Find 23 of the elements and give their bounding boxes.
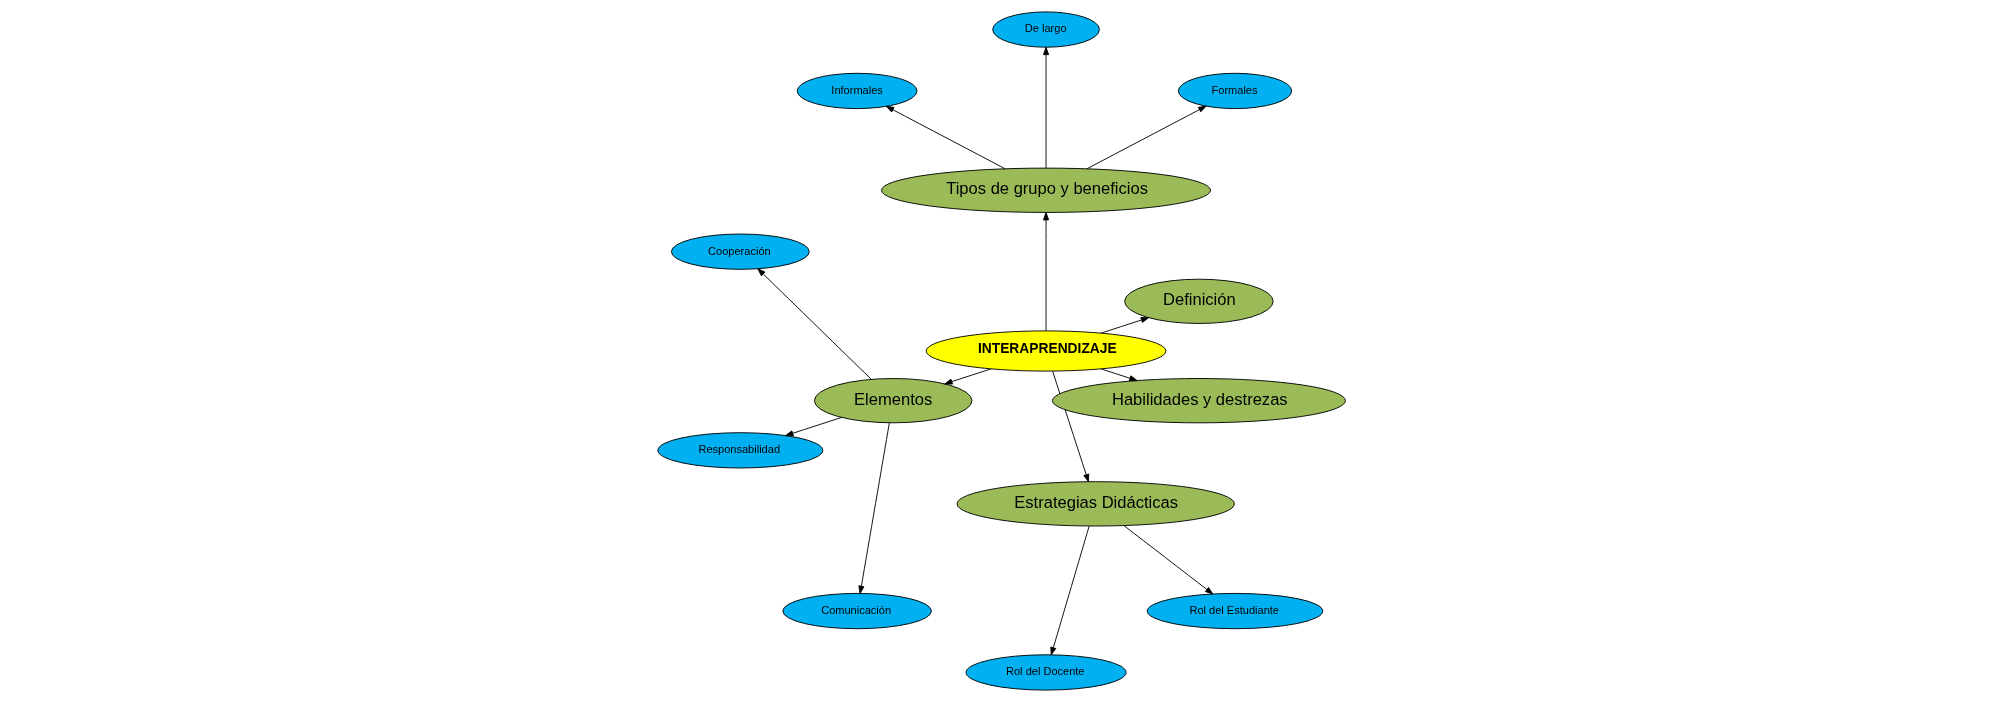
node-ellipse: Rol del Estudiante bbox=[1146, 592, 1323, 630]
arrow bbox=[1122, 525, 1213, 595]
arrow bbox=[1100, 368, 1137, 382]
arrow bbox=[1086, 105, 1206, 170]
node-ellipse: Estrategias Didácticas bbox=[956, 481, 1235, 527]
arrow bbox=[784, 417, 842, 437]
arrow bbox=[1042, 46, 1049, 169]
node-ellipse: Tipos de grupo y beneficios bbox=[880, 167, 1211, 213]
node-ellipse: De largo bbox=[991, 11, 1100, 48]
arrow bbox=[1100, 317, 1149, 334]
node-ellipse: INTERAPRENDIZAJE bbox=[925, 330, 1166, 372]
arrow bbox=[1042, 212, 1049, 332]
arrow bbox=[943, 368, 991, 385]
arrow bbox=[857, 422, 890, 594]
arrow bbox=[756, 268, 872, 380]
arrow bbox=[885, 105, 1005, 170]
node-ellipse: Formales bbox=[1177, 72, 1292, 110]
node-ellipse: Informales bbox=[796, 72, 917, 110]
arrow bbox=[1049, 525, 1090, 656]
node-ellipse: Rol del Docente bbox=[965, 654, 1126, 691]
node-ellipse: Habilidades y destrezas bbox=[1051, 378, 1346, 424]
node-ellipse: Cooperación bbox=[670, 233, 810, 270]
node-ellipse: Comunicación bbox=[781, 592, 932, 630]
